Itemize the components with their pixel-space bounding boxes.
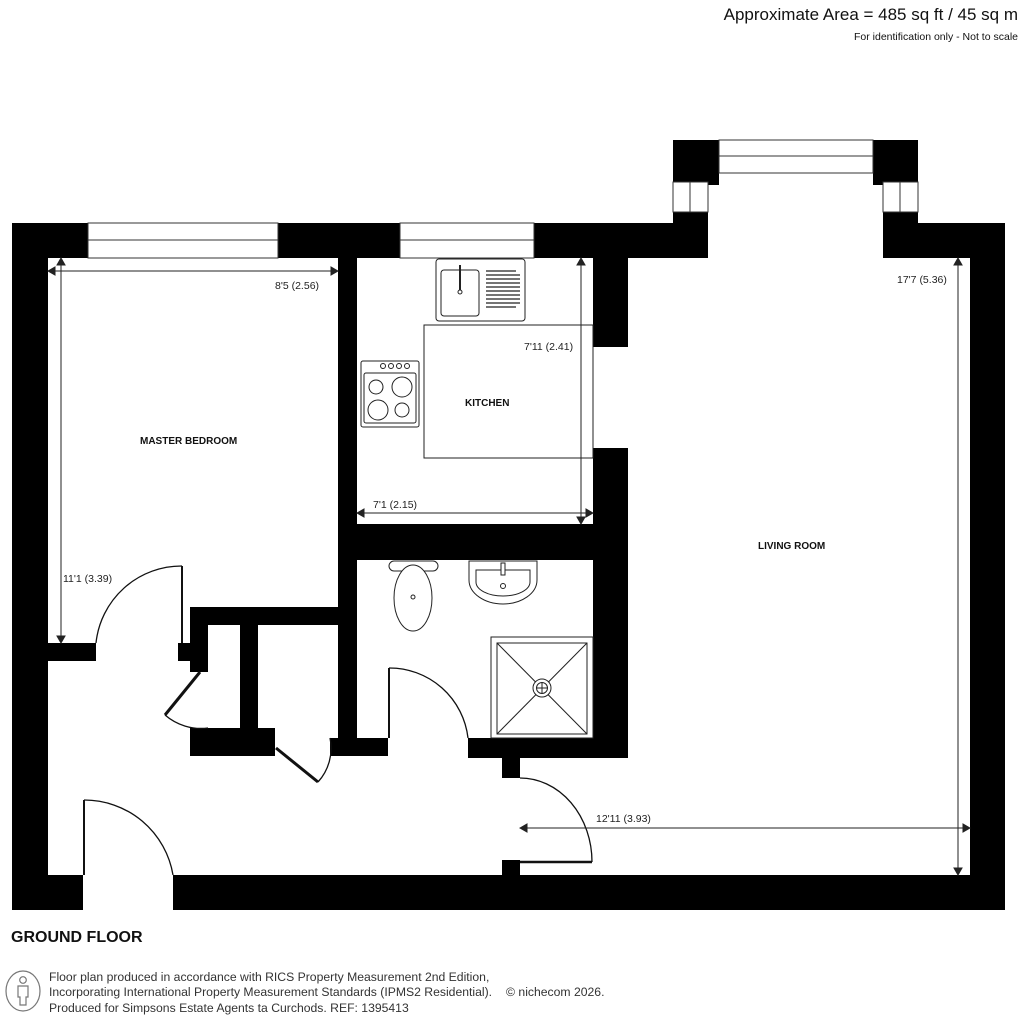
doors (83, 565, 593, 876)
footer-line-1: Floor plan produced in accordance with R… (49, 970, 490, 984)
shower-tray-icon (490, 636, 594, 739)
dimension-lines (46, 256, 972, 877)
floor-plan: MASTER BEDROOM KITCHEN LIVING ROOM 8'5 (… (12, 139, 1005, 910)
footer-ipms: Incorporating International Property Mea… (49, 985, 493, 1000)
footer-text: Floor plan produced in accordance with R… (49, 970, 604, 1016)
dimension-kitchen-length: 7'11 (2.41) (524, 341, 573, 353)
dimension-living-width: 12'11 (3.93) (596, 813, 651, 825)
copyright: © nichecom 2026. (506, 985, 605, 1000)
footer-line-3: Produced for Simpsons Estate Agents ta C… (49, 1000, 409, 1015)
bathroom-fixtures (388, 560, 594, 739)
kitchen-counter (423, 324, 594, 459)
dimension-living-length: 17'7 (5.36) (897, 274, 947, 286)
room-label-kitchen: KITCHEN (465, 398, 509, 409)
basin-icon (468, 560, 538, 605)
footer-line-2: Incorporating International Property Mea… (49, 985, 604, 1000)
dimension-kitchen-width: 7'1 (2.15) (373, 499, 417, 511)
windows (87, 139, 919, 259)
dimension-bedroom-length: 11'1 (3.39) (63, 573, 112, 585)
approximate-area: Approximate Area = 485 sq ft / 45 sq m (723, 5, 1018, 24)
room-label-living-room: LIVING ROOM (758, 541, 825, 552)
scale-disclaimer: For identification only - Not to scale (854, 31, 1018, 43)
hob-icon (360, 360, 420, 428)
person-icon (5, 970, 41, 1012)
floor-title: GROUND FLOOR (11, 929, 143, 946)
toilet-icon (388, 560, 439, 632)
dimension-bedroom-width: 8'5 (2.56) (275, 280, 319, 292)
kitchen-fixtures (360, 258, 594, 459)
room-label-master-bedroom: MASTER BEDROOM (140, 436, 237, 447)
drainer-icon (486, 270, 520, 308)
walls (12, 140, 1005, 910)
